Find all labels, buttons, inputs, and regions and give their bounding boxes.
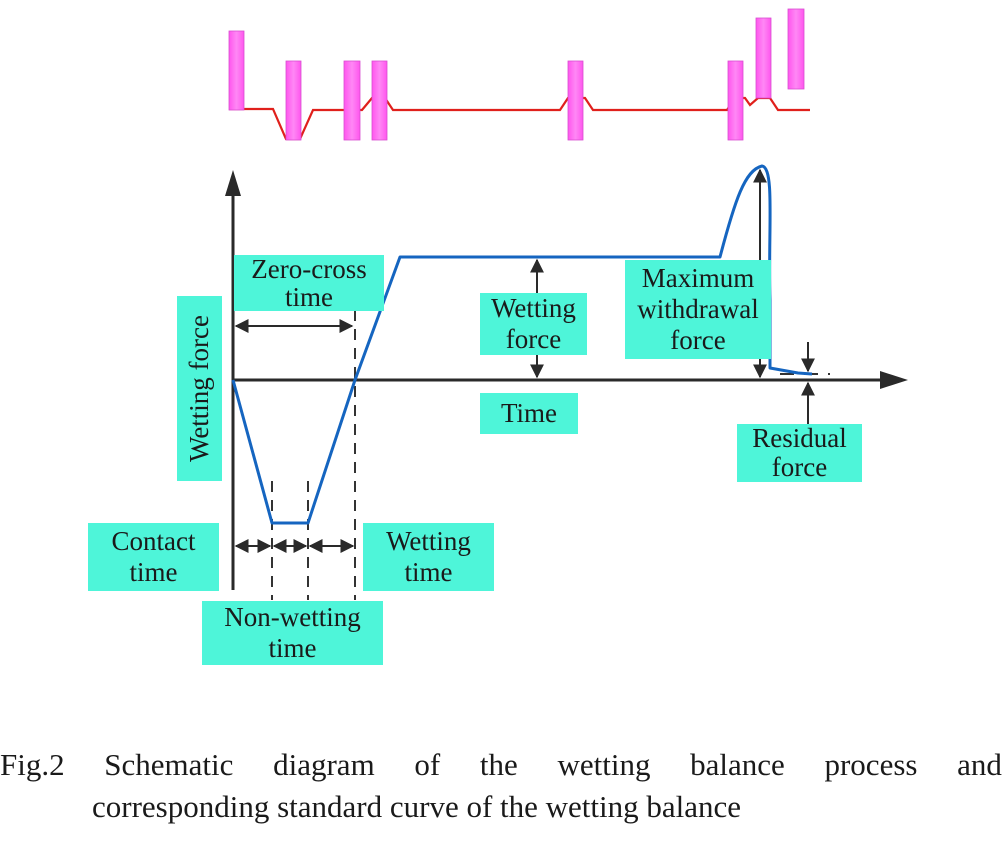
caption-word: diagram [273,747,375,782]
wetting-balance-diagram [225,8,908,600]
probe-4 [371,60,388,141]
caption-fig-number: Fig.2 [0,747,65,782]
probe-8 [787,8,805,90]
contact-time-line-1: Contact [111,526,196,556]
non-wetting-time-label: Non-wetting time [202,601,383,665]
wetting-force-label: Wetting force [480,293,587,355]
process-strip [228,8,810,141]
max-withdrawal-line-3: force [670,325,726,355]
max-withdrawal-force-label: Maximum withdrawal force [625,260,771,359]
time-axis-label-text: Time [500,398,558,428]
probe-5 [567,60,584,141]
process-line [229,96,810,141]
non-wetting-time-line-1: Non-wetting [224,602,361,632]
residual-line-2: force [771,452,828,482]
probe-1 [228,30,245,111]
y-axis-label-text: Wetting force [184,314,215,463]
probe-6 [727,60,744,141]
residual-force-label: Residual force [737,424,862,482]
wetting-time-line-2: time [404,557,453,587]
zero-cross-line-2: time [285,282,333,312]
probe-3 [343,60,361,141]
caption-word: process [824,747,918,782]
caption-word: Schematic [104,747,234,782]
residual-line-1: Residual [752,423,847,453]
non-wetting-time-line-2: time [268,633,317,663]
caption-word: and [957,747,1002,782]
y-axis-arrowhead [225,170,241,196]
probe-2 [285,60,302,141]
max-withdrawal-line-2: withdrawal [637,294,759,324]
contact-time-line-2: time [129,557,178,587]
axes [225,170,908,590]
wetting-time-line-1: Wetting [386,526,471,556]
x-axis-arrowhead [880,371,908,389]
caption-word: wetting [557,747,651,782]
caption-word: balance [690,747,785,782]
zero-cross-line-1: Zero-cross [251,254,367,284]
time-axis-label: Time [480,393,578,434]
y-axis-label: Wetting force [177,296,222,481]
caption-word: of [414,747,441,782]
contact-time-label: Contact time [88,523,219,591]
probe-7 [755,17,772,99]
caption-word: the [479,747,518,782]
wetting-force-line-2: force [505,324,562,354]
wetting-force-line-1: Wetting [491,293,576,323]
caption-line-2: corresponding standard curve of the wett… [92,789,742,824]
wetting-time-label: Wetting time [363,523,494,591]
zero-cross-time-label: Zero-cross time [234,255,384,311]
caption-line-1: Fig.2 Schematic diagram of the wetting b… [0,745,1002,785]
max-withdrawal-line-1: Maximum [641,263,755,293]
